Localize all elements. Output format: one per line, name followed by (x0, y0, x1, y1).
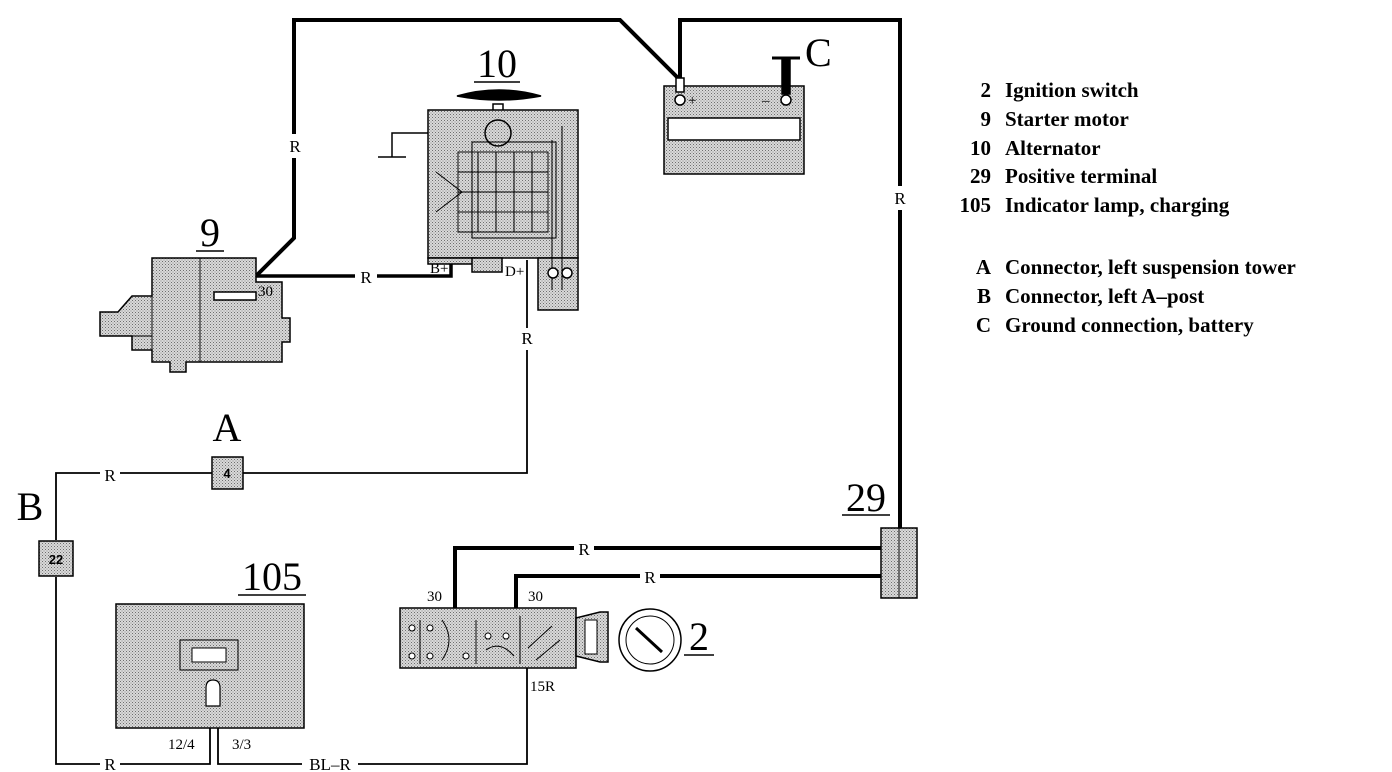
wire-b-to-lamp (55, 577, 211, 765)
legend-key: 9 (980, 106, 992, 131)
wire-label-starter-alternator: R (360, 268, 372, 287)
legend-label: Alternator (1005, 135, 1101, 160)
positive-terminal (880, 527, 918, 599)
legend-item: C Ground connection, battery (946, 311, 1296, 340)
legend-label: Positive terminal (1005, 164, 1158, 189)
starter-motor-id: 9 (200, 210, 220, 255)
battery-positive-label: + (688, 93, 696, 109)
connector-b (38, 540, 74, 577)
positive-terminal-id: 29 (846, 475, 886, 520)
wire-starter-to-alternator (256, 262, 453, 278)
wire-a-to-b (55, 472, 212, 540)
wire-lamp-to-switch (217, 668, 528, 765)
legend-key: 29 (970, 164, 991, 189)
ignition-switch (399, 607, 682, 672)
battery (663, 56, 805, 175)
legend: 2 Ignition switch 9 Starter motor 10 Alt… (946, 76, 1296, 339)
alternator-id: 10 (477, 41, 517, 86)
connector-b-id: B (17, 484, 44, 529)
legend-key: B (976, 283, 991, 308)
alternator-d-plus-label: D+ (505, 264, 524, 280)
wire-label-starter-battery: R (289, 137, 301, 156)
wire-label-terminal29-switch-lower: R (644, 568, 656, 587)
indicator-lamp (115, 603, 305, 729)
legend-key: 2 (980, 78, 992, 102)
wire-battery-to-terminal29 (678, 18, 902, 530)
legend-item: 2 Ignition switch (946, 76, 1296, 105)
ignition-switch-terminal-30-left: 30 (427, 589, 442, 605)
indicator-lamp-id: 105 (242, 554, 302, 599)
wire-label-terminal29-switch-upper: R (578, 540, 590, 559)
legend-label: Ignition switch (1005, 78, 1139, 102)
connector-a-id: A (213, 405, 242, 450)
connector-b-pin: 22 (49, 552, 63, 567)
legend-item: B Connector, left A–post (946, 282, 1296, 311)
legend-key: 105 (959, 193, 992, 218)
legend-label: Connector, left A–post (1005, 283, 1205, 308)
connector-a (211, 456, 244, 490)
ignition-switch-id: 2 (689, 614, 709, 659)
indicator-lamp-pin-left: 12/4 (168, 737, 195, 753)
wire-terminal29-to-switch-upper (453, 546, 883, 612)
wire-label-a-b: R (104, 466, 116, 485)
legend-key: A (975, 254, 991, 279)
battery-negative-label: – (761, 93, 770, 109)
wire-labels: R R R R R R BL–R R R (100, 134, 909, 772)
legend-item: 105 Indicator lamp, charging (946, 191, 1296, 220)
ignition-switch-terminal-15r: 15R (530, 679, 555, 695)
wire-label-lamp-switch: BL–R (309, 755, 351, 772)
legend-item: 9 Starter motor (946, 105, 1296, 134)
legend-label: Indicator lamp, charging (1005, 193, 1230, 218)
legend-item: 10 Alternator (946, 134, 1296, 163)
legend-spacer (946, 220, 1296, 253)
wire-label-battery-terminal29: R (894, 189, 906, 208)
legend-label: Starter motor (1005, 106, 1129, 131)
indicator-lamp-pin-right: 3/3 (232, 737, 251, 753)
alternator-b-plus-label: B+ (430, 261, 448, 277)
starter-motor (99, 257, 291, 373)
connector-a-pin: 4 (223, 466, 231, 481)
starter-motor-terminal: 30 (258, 284, 273, 300)
wire-terminal29-to-switch-lower (514, 574, 883, 612)
alternator (378, 89, 579, 311)
ignition-switch-terminal-30-right: 30 (528, 589, 543, 605)
legend-label: Connector, left suspension tower (1005, 254, 1296, 279)
wire-label-b-lamp: R (104, 755, 116, 772)
wire-label-alternator-a: R (521, 329, 533, 348)
battery-ground-id: C (805, 30, 832, 75)
wires (55, 18, 902, 765)
legend-key: C (975, 312, 991, 337)
legend-key: 10 (970, 135, 991, 160)
legend-label: Ground connection, battery (1005, 312, 1254, 337)
legend-item: A Connector, left suspension tower (946, 253, 1296, 282)
wire-starter-to-battery (254, 18, 682, 278)
wire-alternator-d-to-a (243, 260, 528, 474)
legend-item: 29 Positive terminal (946, 162, 1296, 191)
